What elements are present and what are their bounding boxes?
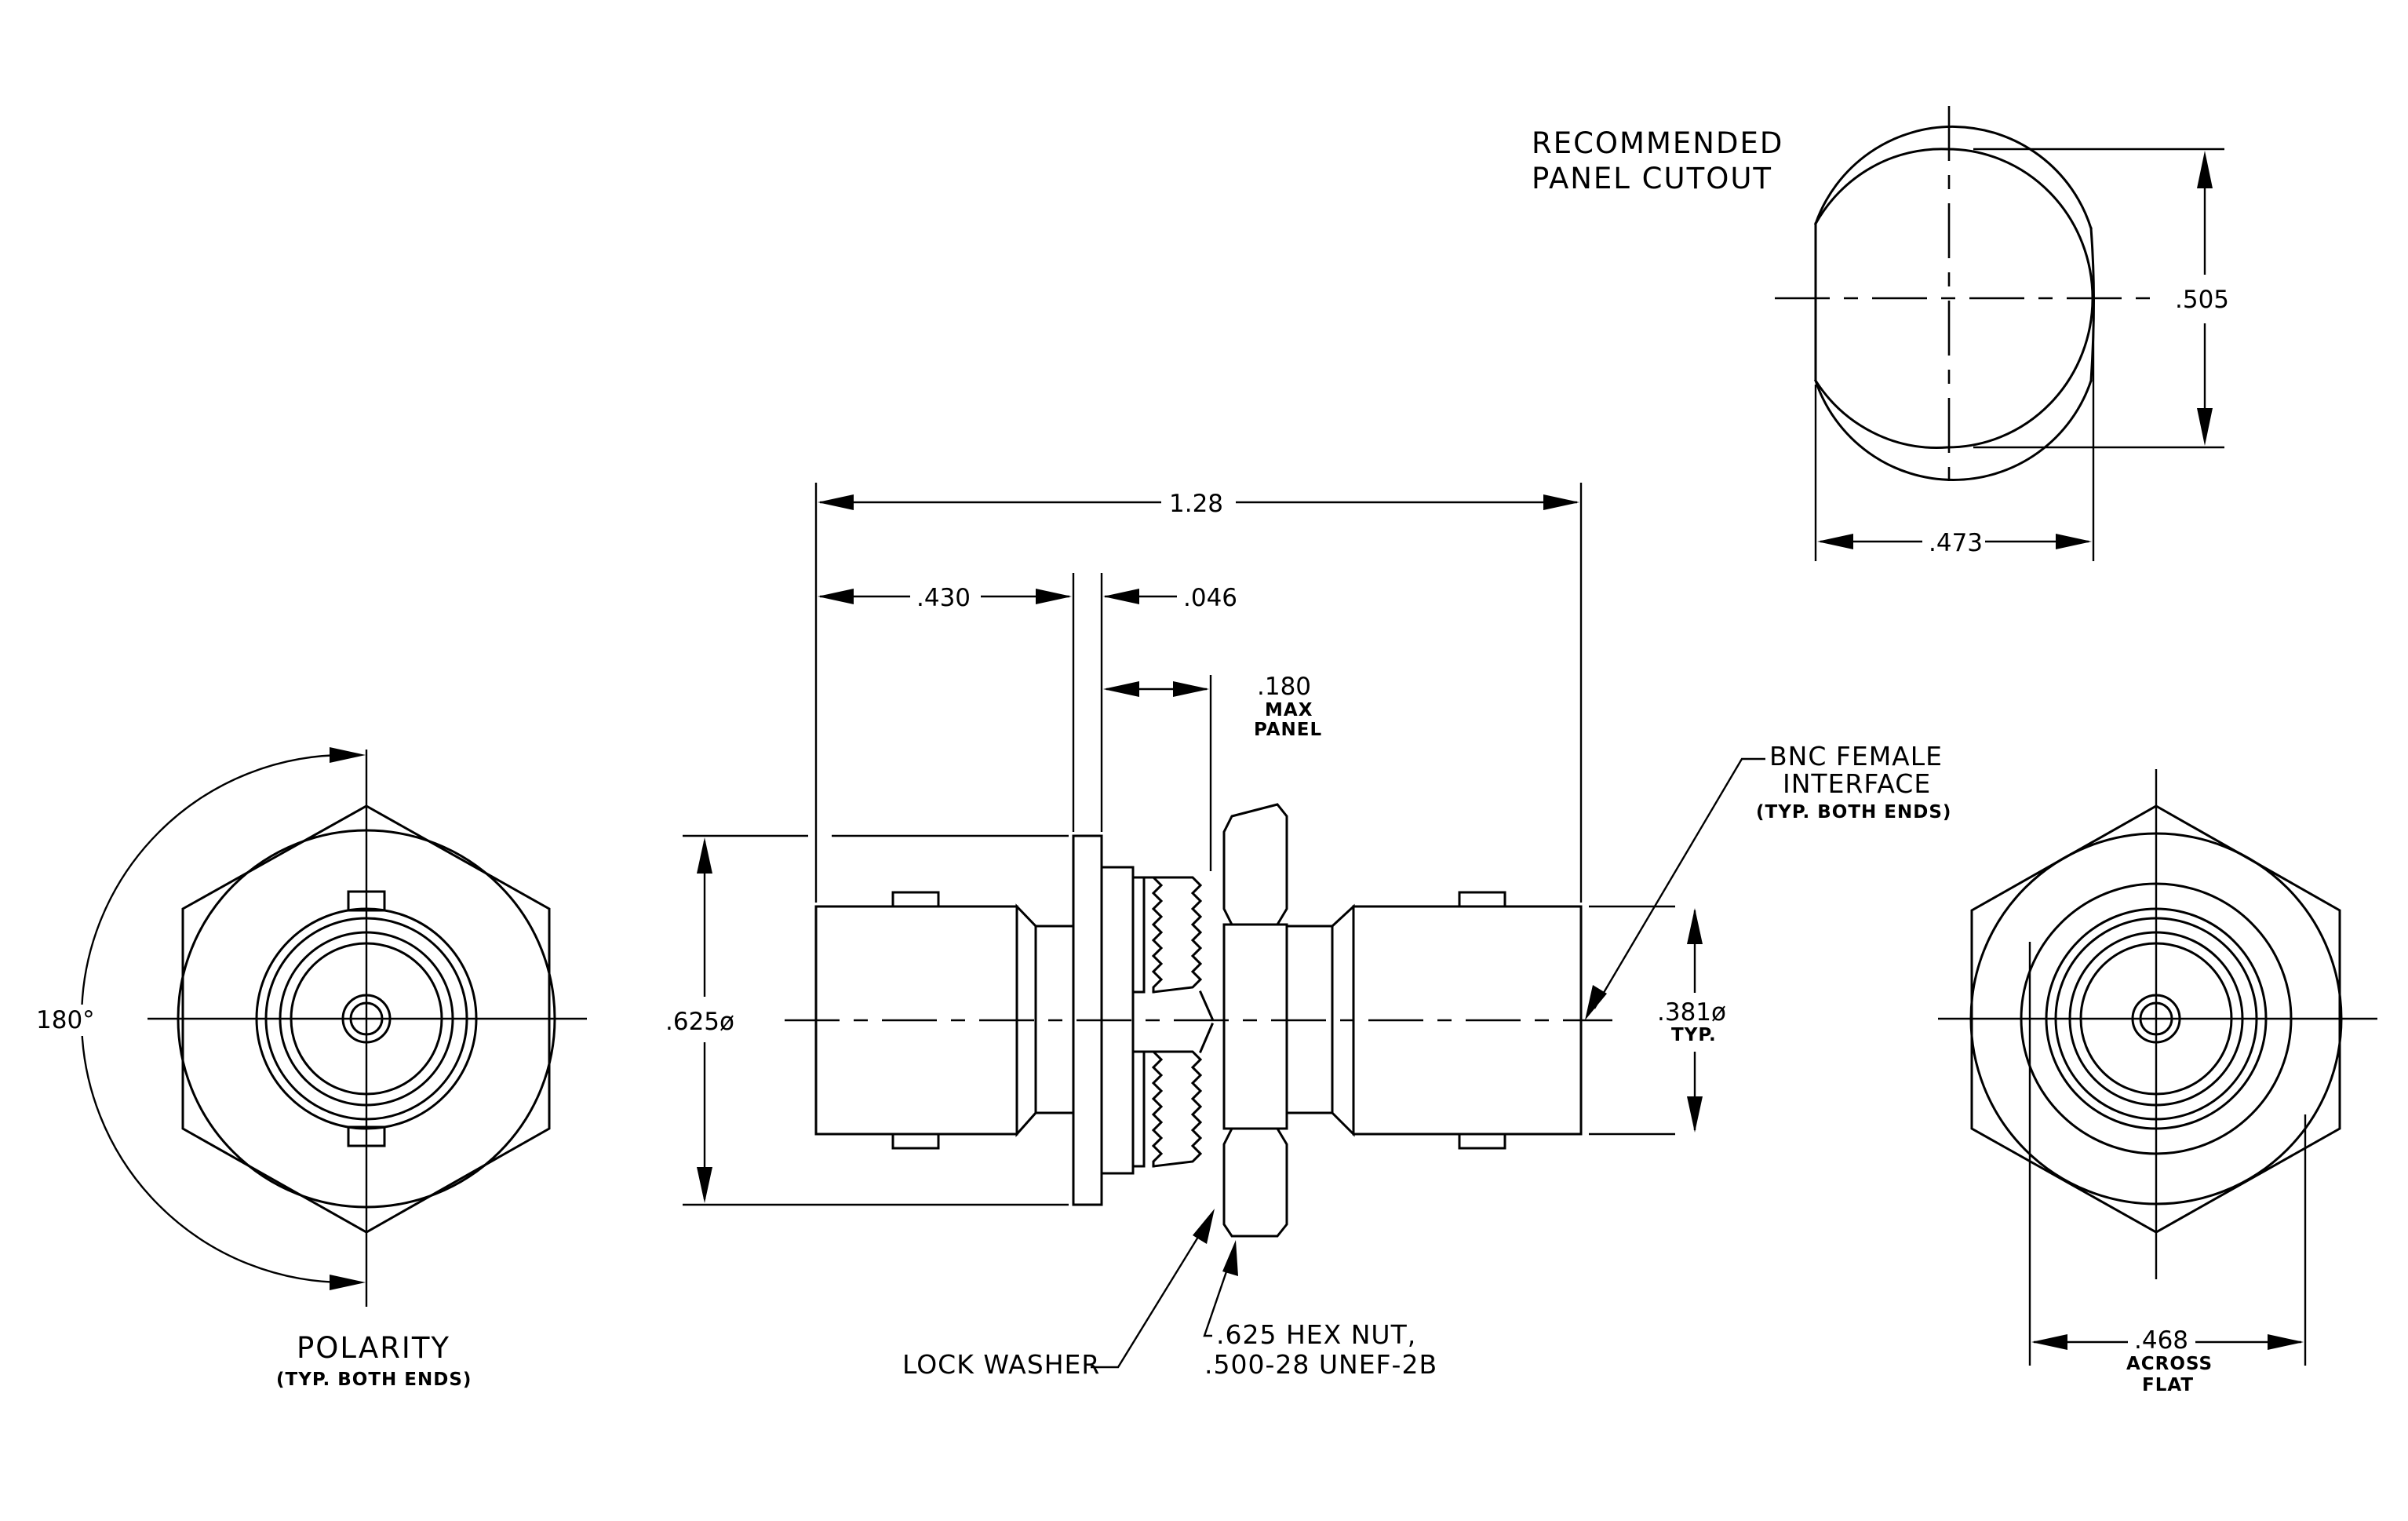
arrow-left — [1817, 534, 1853, 549]
body-length-label: .430 — [916, 584, 971, 612]
panel-arrow-left — [1103, 681, 1139, 697]
flange-arrow — [1103, 589, 1139, 604]
bnc-callout-line1: BNC FEMALE — [1769, 741, 1943, 771]
left-end-view: 180° POLARITY (TYP. BOTH ENDS) — [31, 747, 587, 1390]
overall-length-label: 1.28 — [1169, 490, 1223, 518]
hex-nut-line2: .500-28 UNEF-2B — [1204, 1349, 1437, 1380]
across-flat-note-2: FLAT — [2142, 1375, 2194, 1395]
bnc-leader — [1593, 757, 1765, 1009]
hex-nut-middle — [1222, 923, 1288, 1130]
polarity-angle-label: 180° — [36, 1006, 95, 1034]
polarity-note: (TYP. BOTH ENDS) — [276, 1370, 472, 1390]
thread-chamfer-top — [1199, 990, 1214, 1020]
cutout-left-arc-lower — [1813, 378, 1949, 449]
flat-arrow-left — [2031, 1334, 2067, 1350]
hex-nut-line1: .625 HEX NUT, — [1216, 1319, 1416, 1350]
panel-arrow-right — [1173, 681, 1209, 697]
thread-profile-bottom-right — [1152, 1050, 1203, 1168]
side-view: 1.28 .430 .046 .180 MAX PANEL .625ø — [665, 483, 1951, 1380]
polarity-arrow-bottom — [330, 1275, 366, 1290]
overall-arrow-left — [818, 494, 854, 510]
across-flat-value: .468 — [2134, 1326, 2188, 1355]
thread-chamfer-bottom — [1199, 1023, 1214, 1053]
thread-base-bottom — [1131, 1050, 1146, 1168]
lock-washer-arrow — [1193, 1209, 1215, 1244]
right-stud-top-side — [1458, 891, 1506, 908]
interface-arrow-bottom — [1687, 1096, 1703, 1133]
right-end-view: .468 ACROSS FLAT — [1938, 769, 2377, 1395]
polarity-arrow-top — [330, 747, 366, 763]
cutout-height-label: .505 — [2175, 286, 2229, 314]
bnc-callout-line3: (TYP. BOTH ENDS) — [1756, 802, 1951, 823]
cutout-left-arc — [1813, 148, 1949, 226]
thread-profile-top-right — [1152, 876, 1203, 994]
cutout-width-label: .473 — [1929, 529, 1983, 557]
panel-cutout-view: RECOMMENDED PANEL CUTOUT .505 .473 — [1532, 106, 2229, 561]
arrow-up — [2197, 151, 2213, 188]
interface-arrow-top — [1687, 908, 1703, 944]
interface-diameter-label: .381ø — [1657, 998, 1726, 1027]
arrow-right — [2056, 534, 2092, 549]
flange-thickness-label: .046 — [1183, 584, 1237, 612]
arrow-down — [2197, 408, 2213, 446]
cutout-title-line1: RECOMMENDED — [1532, 126, 1783, 160]
hex-nut-top — [1222, 803, 1288, 926]
flange-diameter-label: .625ø — [665, 1008, 734, 1036]
bnc-callout-line2: INTERFACE — [1783, 768, 1931, 799]
flat-arrow-right — [2268, 1334, 2304, 1350]
bnc-leader-arrow — [1585, 985, 1607, 1020]
hex-nut-leader — [1203, 1255, 1233, 1337]
lock-washer-label: LOCK WASHER — [902, 1349, 1100, 1380]
thread-profile-top-left — [1142, 876, 1164, 994]
hex-nut-arrow — [1222, 1240, 1238, 1276]
thread-profile-bottom-left — [1142, 1050, 1164, 1168]
flange-dia-arrow-top — [697, 837, 712, 874]
cutout-title-line2: PANEL CUTOUT — [1532, 162, 1772, 195]
body-arrow-left — [818, 589, 854, 604]
flange-dia-arrow-bottom — [697, 1167, 712, 1203]
max-panel-note-2: PANEL — [1254, 720, 1322, 740]
thread-base-top — [1131, 876, 1146, 994]
max-panel-note-1: MAX — [1265, 700, 1313, 720]
body-arrow-right — [1036, 589, 1072, 604]
left-stud-bottom-side — [891, 1133, 940, 1150]
interface-typ-note: TYP. — [1671, 1025, 1717, 1045]
right-stud-bottom-side — [1458, 1133, 1506, 1150]
hex-nut-bottom — [1222, 1127, 1288, 1238]
polarity-label: POLARITY — [297, 1331, 450, 1365]
max-panel-value: .180 — [1257, 673, 1311, 701]
lock-washer-leader — [1091, 1220, 1210, 1369]
overall-arrow-right — [1543, 494, 1579, 510]
angle-label-bg — [31, 1005, 98, 1036]
left-stud-top-side — [891, 891, 940, 908]
across-flat-note-1: ACROSS — [2126, 1354, 2213, 1374]
cutout-outline — [1814, 125, 2095, 481]
